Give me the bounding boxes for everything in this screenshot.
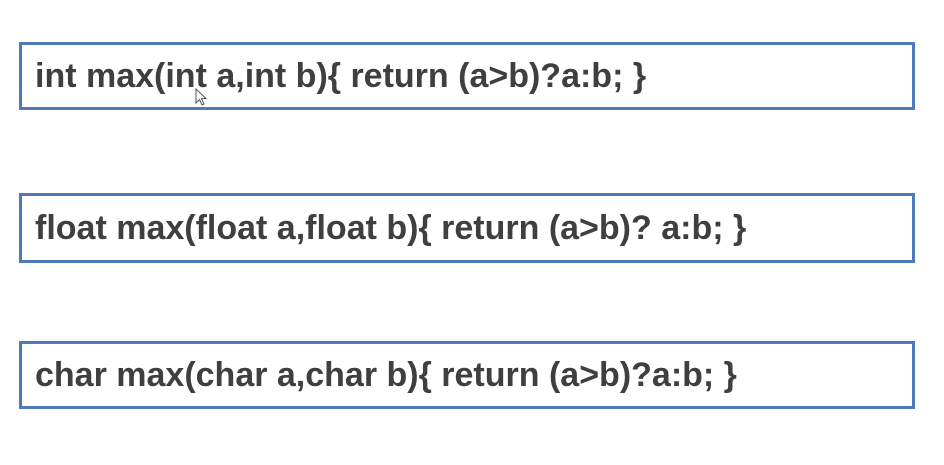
mouse-pointer-icon bbox=[195, 88, 208, 106]
code-box-float-max: float max(float a,float b){ return (a>b)… bbox=[19, 193, 915, 263]
code-line-int-max: int max(int a,int b){ return (a>b)?a:b; … bbox=[35, 56, 647, 95]
code-line-float-max: float max(float a,float b){ return (a>b)… bbox=[35, 208, 747, 247]
code-line-char-max: char max(char a,char b){ return (a>b)?a:… bbox=[35, 355, 737, 394]
code-box-int-max: int max(int a,int b){ return (a>b)?a:b; … bbox=[19, 42, 915, 110]
code-box-char-max: char max(char a,char b){ return (a>b)?a:… bbox=[19, 341, 915, 409]
